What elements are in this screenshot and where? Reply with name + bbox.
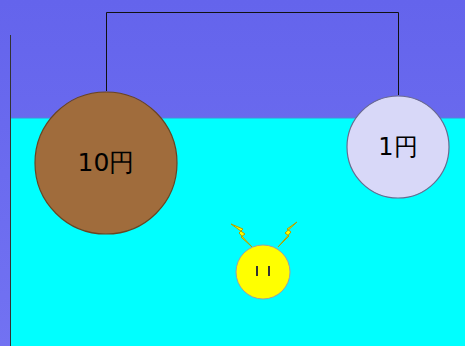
coin-1yen: 1円 — [346, 95, 450, 199]
liquid — [11, 118, 465, 346]
beaker-wall — [10, 35, 11, 346]
spark-symbol — [231, 224, 252, 247]
coin-circle — [347, 96, 449, 198]
eye — [268, 266, 270, 276]
coin-label: 10円 — [78, 149, 135, 177]
wire — [107, 13, 399, 96]
eye — [256, 266, 258, 276]
face-circle — [236, 245, 290, 299]
coin-label: 1円 — [378, 134, 417, 160]
coin-10yen: 10円 — [34, 91, 178, 235]
coin-circle — [35, 92, 177, 234]
spark-symbol — [278, 222, 297, 247]
electron-face — [231, 222, 297, 299]
